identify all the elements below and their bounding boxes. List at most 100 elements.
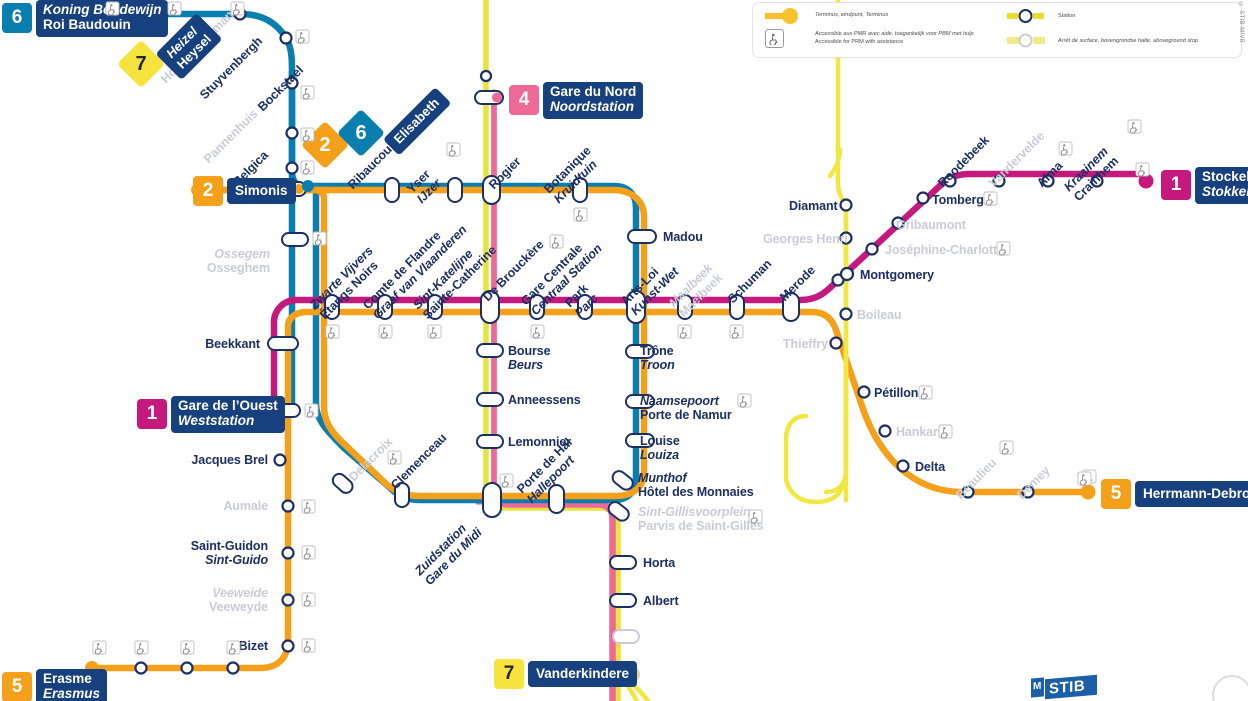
line-number-2[interactable]: 2 [193,176,223,206]
station-delta [896,459,910,473]
label-horta: Horta [643,556,676,570]
station-kraainem [1090,174,1104,188]
pmr-icon-katelijne [427,324,442,339]
station-alma [1041,174,1055,188]
terminus-name-simonis[interactable]: Simonis [227,177,296,205]
station-madou [627,229,657,244]
line-number-6[interactable]: 6 [2,3,32,34]
station-comte-de-flandre [377,294,393,320]
pmr-icon-schuman [729,324,744,339]
label-montgomery: Montgomery [860,268,935,282]
station-schuman [729,294,745,320]
station-gare-centrale [529,294,545,320]
pmr-icon-petillon [918,385,933,400]
map-legend: Terminus, eindpunt, Terminus Accessible … [752,2,1242,58]
station-pannenhuis [285,126,299,140]
line-number-1[interactable]: 1 [1161,170,1191,201]
terminus-name-stockel[interactable]: Stockel Stokkel [1195,167,1248,204]
terminus-name-koning-boudewijn[interactable]: Koning Boudewijn Roi Baudouin [36,0,169,37]
terminus-badge-herrmann-debroux[interactable]: 5 Herrmann-Debroux [1101,479,1248,509]
pmr-icon-aumale [301,499,316,514]
legend-terminus-text: Terminus, eindpunt, Terminus [815,12,889,18]
label-thieffry: Thieffry [783,337,829,351]
terminus-name-erasme[interactable]: Erasme Erasmus [36,669,108,701]
station-sint-gillisvoorplein [607,501,630,522]
surface-stop-symbol-icon [1007,33,1045,48]
station-diamant [839,198,853,212]
station-louise [625,433,655,448]
terminus-badge-koning-boudewijn[interactable]: 6 Koning Boudewijn Roi Baudouin [2,0,169,37]
pmr-icon-josephine [996,241,1011,256]
terminus-badge-erasme[interactable]: 5 Erasme Erasmus [2,669,108,701]
pmr-icon-erasme-d [226,640,241,655]
station-rogier [482,175,501,205]
legend-pmr-text-en: Accessible for PRM with assistance [815,39,904,46]
label-anneessens: Anneessens [508,393,581,407]
pmr-icon-erasme-a [92,640,107,655]
terminus-badge-gare-de-louest[interactable]: 1 Gare de l’Ouest Weststation [137,396,285,433]
label-hankar: Hankar [896,425,938,439]
line-number-5-west[interactable]: 5 [2,672,32,701]
terminus-badge-gare-du-nord[interactable]: 4 Gare du Nord Noordstation [509,82,644,119]
pmr-icon-erasme-b [134,640,149,655]
pmr-icon-naamsepoort [737,393,752,408]
label-beekkant: Beekkant [205,337,260,351]
station-stuyvenbergh [279,31,293,45]
label-georges-henri: Georges Henri [763,232,848,246]
station-park [577,294,593,320]
terminus-name-herrmann-debroux[interactable]: Herrmann-Debroux [1135,480,1248,508]
station-georges-henri [839,231,853,245]
tram-yellow-curve [827,147,843,179]
terminus-badge-stockel[interactable]: 1 Stockel Stokkel [1161,167,1248,204]
station-veeweide [281,593,295,607]
line-number-4[interactable]: 4 [509,85,539,116]
label-sint-gillisvoorplein: Sint-Gillisvoorplein Parvis de Saint-Gil… [638,505,764,533]
terminus-name-vanderkindere[interactable]: Vanderkindere [528,660,638,688]
pmr-icon-clemenceau [499,473,514,488]
pmr-icon-saint-guidon [301,545,316,560]
terminus-name-gare-du-nord[interactable]: Gare du Nord Noordstation [543,82,644,119]
line-number-1-west[interactable]: 1 [137,399,167,430]
station-clemenceau [394,482,410,508]
label-veeweide: Veeweide Veeweyde [209,586,268,614]
tram-yellow-south [783,413,849,505]
station-merode [782,292,800,322]
station-sint-katelijne [427,294,443,320]
station-jacques-brel [273,453,287,467]
terminus-line6-west [302,180,314,192]
label-josephine-charlotte: Joséphine-Charlotte [885,243,1004,257]
station-anneessens [476,392,504,407]
station-tomberg [916,191,930,205]
label-gribaumont: Gribaumont [896,218,966,232]
station-beaulieu [961,485,975,499]
label-petillon: Pétillon [874,386,919,400]
terminus-name-gare-de-louest[interactable]: Gare de l’Ouest Weststation [171,396,285,433]
terminus-badge-vanderkindere[interactable]: 7 Vanderkindere [494,659,638,689]
station-hankar [878,424,892,438]
station-zuidstation [482,482,502,518]
pmr-icon-comte [378,324,393,339]
pmr-icon-hankar [938,424,953,439]
label-diamant: Diamant [789,199,838,213]
stib-logo: M STIB [1031,674,1097,700]
station-ossegem [281,232,309,247]
station-josephine-charlotte [865,242,879,256]
station-aumale [281,499,295,513]
terminus-badge-simonis[interactable]: 2 Simonis [193,176,296,206]
pmr-icon-pannenhuis [300,127,315,142]
pmr-icon-bizet [301,638,316,653]
label-aumale: Aumale [223,499,268,513]
pmr-icon-maalbeek [677,324,692,339]
station-botanique [572,177,588,203]
line-number-7-bottom[interactable]: 7 [494,659,524,689]
label-tomberg: Tomberg [932,193,984,207]
pmr-icon-stockel [1135,162,1150,177]
station-roodebeek [943,174,957,188]
pmr-icon-alma [1058,141,1073,156]
pmr-icon-rogier [573,207,588,222]
line-number-5-east[interactable]: 5 [1101,479,1131,509]
station-naamsepoort [625,394,655,409]
terminus-gare-du-nord-dot [492,92,502,103]
